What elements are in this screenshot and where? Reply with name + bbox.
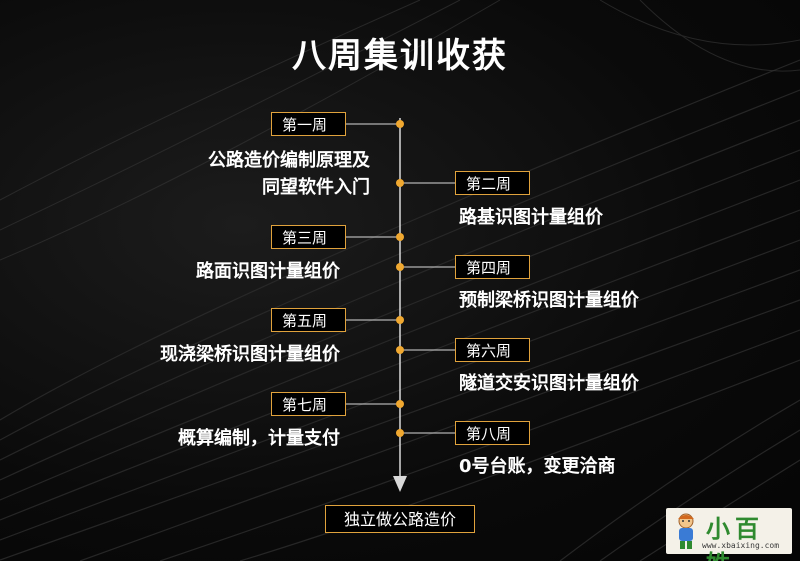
week-6-description: 隧道交安识图计量组价 <box>459 373 639 394</box>
week-1-label: 第一周 <box>271 112 346 136</box>
timeline-dot <box>396 316 404 324</box>
timeline-dot <box>396 120 404 128</box>
timeline-dot <box>396 429 404 437</box>
timeline-dot <box>396 346 404 354</box>
page-title: 八周集训收获 <box>292 36 508 76</box>
timeline-dot <box>396 400 404 408</box>
timeline-dot <box>396 263 404 271</box>
week-3-description: 路面识图计量组价 <box>196 261 340 282</box>
week-6-label: 第六周 <box>455 338 530 362</box>
week-2-description: 路基识图计量组价 <box>459 207 603 228</box>
week-8-description: 0号台账，变更洽商 <box>459 456 616 477</box>
week-7-label: 第七周 <box>271 392 346 416</box>
timeline-arrow <box>393 476 407 492</box>
week-8-label: 第八周 <box>455 421 530 445</box>
week-5-description: 现浇梁桥识图计量组价 <box>160 344 340 365</box>
week-4-label: 第四周 <box>455 255 530 279</box>
logo-url: www.xbaixing.com <box>702 541 780 550</box>
week-2-label: 第二周 <box>455 171 530 195</box>
week-4-description: 预制梁桥识图计量组价 <box>459 290 639 311</box>
logo-text: 小百姓 <box>706 514 764 561</box>
week-1-description: 公路造价编制原理及 同望软件入门 <box>208 147 370 201</box>
timeline-dot <box>396 233 404 241</box>
week-1-desc-line-2: 同望软件入门 <box>262 177 370 198</box>
week-7-description: 概算编制，计量支付 <box>178 428 340 449</box>
mascot-icon <box>678 513 694 549</box>
week-3-label: 第三周 <box>271 225 346 249</box>
watermark-logo: 小百姓 www.xbaixing.com <box>666 508 792 561</box>
final-outcome-label: 独立做公路造价 <box>325 505 475 533</box>
timeline-dot <box>396 179 404 187</box>
week-5-label: 第五周 <box>271 308 346 332</box>
week-1-desc-line-1: 公路造价编制原理及 <box>208 150 370 171</box>
